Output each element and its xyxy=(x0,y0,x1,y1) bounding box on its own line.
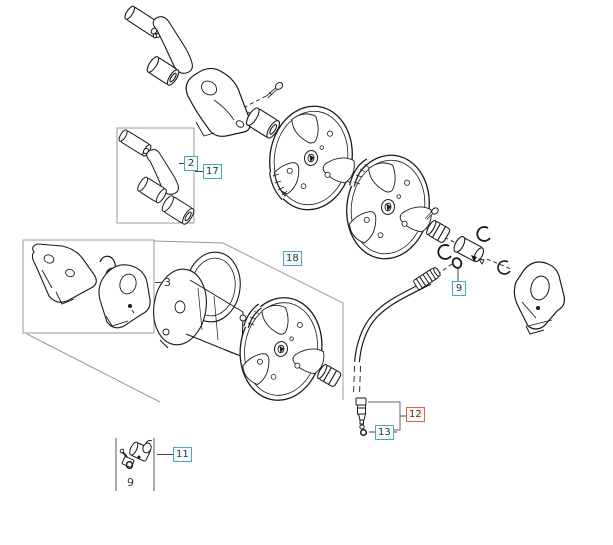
group-18-boundary xyxy=(153,240,344,400)
callout-13[interactable]: 13 xyxy=(375,425,394,440)
bracket-left xyxy=(31,243,97,305)
crank-arm xyxy=(152,16,193,74)
retainer-clip-2 xyxy=(437,244,452,260)
callout-17[interactable]: 17 xyxy=(203,164,222,179)
shaft-cap xyxy=(245,107,281,139)
hub-nut-bottom xyxy=(317,363,342,387)
elbow-fitting xyxy=(453,236,485,265)
reel-disc-left xyxy=(261,99,369,218)
retainer-clip-3 xyxy=(497,260,511,275)
fitting-detail-11 xyxy=(119,439,153,470)
callout-11[interactable]: 11 xyxy=(173,447,192,462)
hose xyxy=(353,279,432,397)
group-divider-line xyxy=(26,333,161,403)
wall-bracket xyxy=(513,261,565,335)
callout-18[interactable]: 18 xyxy=(283,251,302,266)
detail-frames xyxy=(22,127,344,403)
callout-2[interactable]: 2 xyxy=(184,156,198,171)
elbow-fitting-small xyxy=(121,439,153,468)
hub-nut-right xyxy=(426,219,451,243)
reel-disc-bottom xyxy=(232,291,339,409)
hose-inlet-connector xyxy=(413,267,441,290)
hose-o-ring xyxy=(359,428,368,437)
screw-small xyxy=(119,448,128,458)
o-ring-small xyxy=(125,460,134,470)
callout-12[interactable]: 12 xyxy=(406,407,425,422)
callout-9-detail: 9 xyxy=(127,476,134,489)
reel-carriage xyxy=(153,251,247,357)
axle-screw xyxy=(425,207,439,220)
detail-cap xyxy=(161,195,195,225)
hose-outlet-fitting xyxy=(355,397,367,430)
detail-box-3 xyxy=(22,239,155,334)
reel-disc-right xyxy=(338,148,446,267)
o-ring xyxy=(451,257,463,269)
crank-boss xyxy=(146,56,180,86)
retainer-clip-1 xyxy=(476,226,491,242)
callout-3: 3 xyxy=(164,276,171,289)
crank-bracket xyxy=(185,67,251,137)
detail-boss xyxy=(137,176,167,204)
bracket-right xyxy=(98,264,151,329)
detail-frame-11 xyxy=(115,438,155,491)
callout-9[interactable]: 9 xyxy=(452,281,466,296)
detail-box-2 xyxy=(116,127,195,224)
mount-screw xyxy=(266,82,284,99)
